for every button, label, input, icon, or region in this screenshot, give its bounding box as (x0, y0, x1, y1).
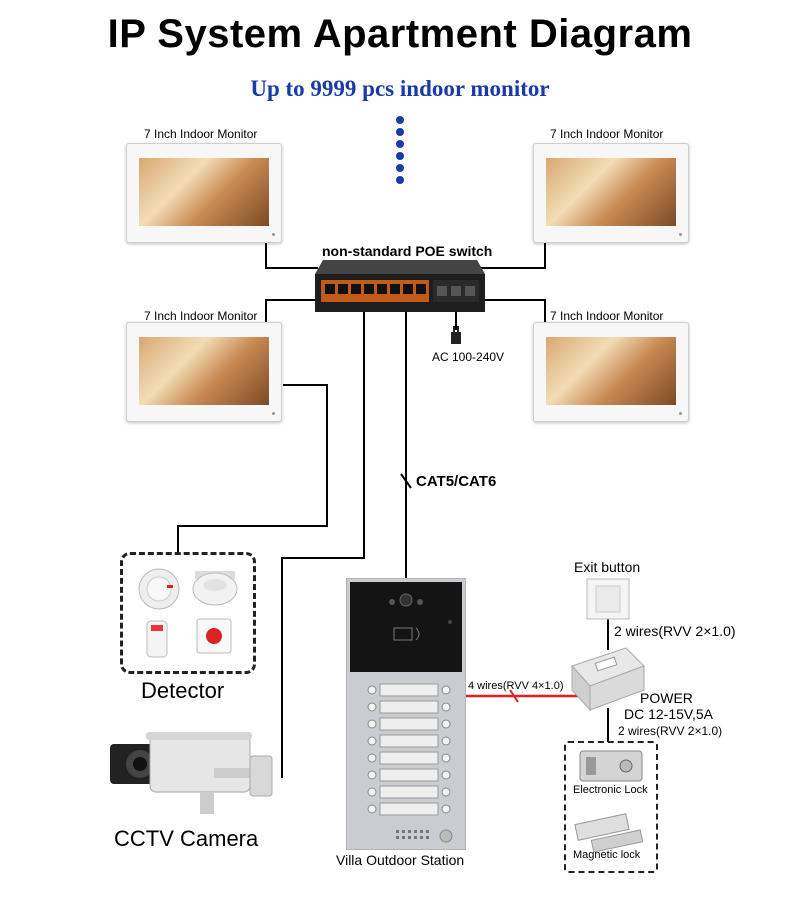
monitor-label-mid-left: 7 Inch Indoor Monitor (144, 309, 258, 323)
station-call-button (367, 802, 451, 816)
detector-group (120, 552, 256, 674)
power-plug-icon (451, 326, 461, 344)
switch-label: non-standard POE switch (322, 243, 493, 259)
line-switch-detector (177, 384, 328, 553)
monitor-label-top-left: 7 Inch Indoor Monitor (144, 127, 258, 141)
electronic-lock-icon (579, 750, 643, 782)
indoor-monitor-top-right (533, 143, 689, 243)
locks-group (564, 741, 658, 873)
door-sensor-icon (146, 620, 168, 658)
station-button-panel (367, 683, 451, 816)
subtitle: Up to 9999 pcs indoor monitor (250, 76, 550, 101)
station-call-button (367, 717, 451, 731)
cctv-camera-icon (110, 732, 273, 814)
line-monitor-mid-left (265, 299, 318, 322)
line-monitor-mid-right (480, 299, 546, 322)
monitor-label-top-right: 7 Inch Indoor Monitor (550, 127, 664, 141)
monitor-screen-image (139, 337, 269, 405)
power-wires-label: 2 wires(RVV 2×1.0) (618, 724, 723, 738)
station-call-button (367, 768, 451, 782)
magnetic-lock-label: Magnetic lock (573, 849, 641, 861)
power-spec-label: DC 12-15V,5A (624, 706, 713, 722)
page-title: IP System Apartment Diagram (107, 12, 693, 56)
line-monitor-top-right (480, 240, 546, 269)
line-switch-camera (281, 312, 365, 778)
outdoor-station-label: Villa Outdoor Station (336, 852, 465, 868)
detector-label: Detector (141, 678, 225, 703)
station-power-wires-label: 4 wires(RVV 4×1.0) (468, 680, 564, 692)
monitor-screen-image (546, 337, 676, 405)
more-monitors-dots (396, 116, 404, 184)
cable-label: CAT5/CAT6 (416, 473, 497, 490)
station-call-button (367, 785, 451, 799)
line-monitor-top-left (265, 240, 318, 269)
station-call-button (367, 700, 451, 714)
poe-switch (315, 260, 485, 312)
exit-button-icon (586, 578, 630, 620)
gas-detector-icon (138, 568, 180, 610)
station-call-button (367, 683, 451, 697)
indoor-monitor-top-left (126, 143, 282, 243)
power-label: POWER (640, 690, 693, 706)
monitor-screen-image (546, 158, 676, 226)
exit-button-label: Exit button (574, 559, 641, 575)
monitor-screen-image (139, 158, 269, 226)
indoor-monitor-mid-left (126, 322, 282, 422)
indoor-monitor-mid-right (533, 322, 689, 422)
emergency-button-icon (196, 618, 232, 654)
station-call-button (367, 734, 451, 748)
power-supply-icon (571, 647, 645, 712)
station-speaker (396, 829, 453, 843)
station-call-button (367, 751, 451, 765)
smoke-detector-icon (192, 571, 238, 606)
monitor-label-mid-right: 7 Inch Indoor Monitor (550, 309, 664, 323)
exit-wires-label: 2 wires(RVV 2×1.0) (614, 623, 736, 639)
power-input-label: AC 100-240V (432, 350, 505, 364)
electronic-lock-label: Electronic Lock (573, 784, 648, 796)
camera-label: CCTV Camera (114, 826, 259, 851)
magnetic-lock-icon (574, 813, 644, 853)
